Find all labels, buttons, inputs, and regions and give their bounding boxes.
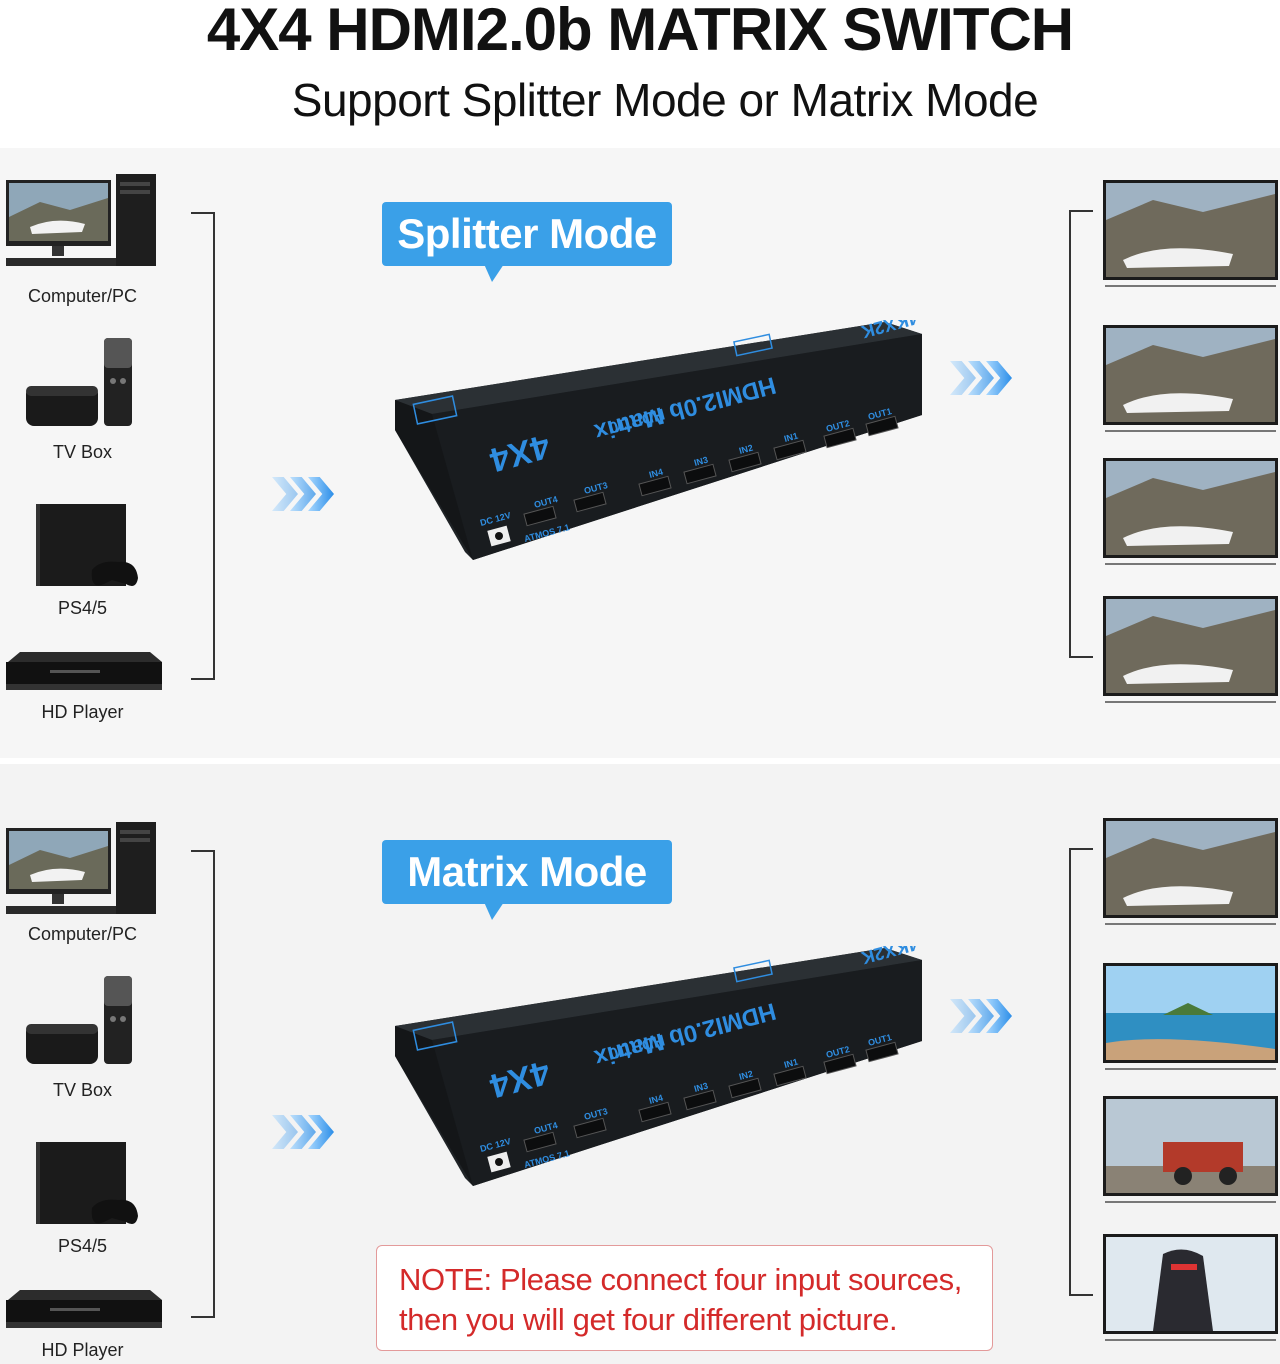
port-label: IN2: [738, 443, 754, 456]
arrow-right-icon: [272, 1115, 334, 1149]
matrix-switch-device: 4X4 HDMI2.0b Matrix 4KX2K HDR 10 OUT4 OU…: [385, 934, 930, 1246]
output-bracket: [1069, 210, 1093, 658]
tv-box-icon: [0, 336, 165, 436]
arrow-right-icon: [950, 361, 1012, 395]
page-title: 4X4 HDMI2.0b MATRIX SWITCH: [206, 0, 1074, 63]
source-label: HD Player: [41, 1340, 124, 1360]
tv-screen-car-icon: [1103, 458, 1278, 565]
tv-screen-truck-icon: [1103, 1096, 1278, 1203]
splitter-mode-badge: Splitter Mode: [382, 202, 672, 282]
page-subtitle: Support Splitter Mode or Matrix Mode: [291, 74, 1039, 126]
output-bracket: [1069, 848, 1093, 1296]
source-label: Computer/PC: [27, 924, 138, 944]
matrix-mode-badge: Matrix Mode: [382, 840, 672, 920]
hd-player-icon: [0, 1286, 165, 1341]
ps-console-icon: [0, 500, 165, 600]
matrix-switch-device: 4X4 HDMI2.0b Matrix 4KX2K HDR 10 OUT4 OU…: [385, 308, 930, 620]
arrow-right-icon: [272, 477, 334, 511]
tv-screen-car-icon: [1103, 596, 1278, 703]
source-label: HD Player: [41, 702, 124, 722]
port-label: IN4: [648, 1093, 664, 1106]
port-label: IN3: [693, 455, 709, 468]
hd-player-icon: [0, 648, 165, 703]
source-label: Computer/PC: [27, 286, 138, 306]
port-label: IN3: [693, 1081, 709, 1094]
tv-screen-car-icon: [1103, 180, 1278, 287]
ps-console-icon: [0, 1138, 165, 1238]
source-label: PS4/5: [57, 1236, 108, 1256]
port-label: IN1: [783, 431, 799, 444]
source-label: TV Box: [52, 442, 113, 462]
tv-box-icon: [0, 974, 165, 1074]
computer-pc-icon: [0, 172, 165, 277]
tv-screen-robot-icon: [1103, 1234, 1278, 1341]
note-line: NOTE: Please connect four input sources,: [399, 1262, 962, 1297]
port-label: IN4: [648, 467, 664, 480]
input-bracket: [191, 850, 215, 1318]
arrow-right-icon: [950, 999, 1012, 1033]
port-label: IN1: [783, 1057, 799, 1070]
tv-screen-seascape-icon: [1103, 963, 1278, 1070]
computer-pc-icon: [0, 820, 165, 925]
input-bracket: [191, 212, 215, 680]
source-label: PS4/5: [57, 598, 108, 618]
note-line: then you will get four different picture…: [399, 1302, 898, 1337]
note-box: NOTE: Please connect four input sources,…: [376, 1245, 993, 1351]
port-label: IN2: [738, 1069, 754, 1082]
tv-screen-car-icon: [1103, 818, 1278, 925]
source-label: TV Box: [52, 1080, 113, 1100]
tv-screen-car-icon: [1103, 325, 1278, 432]
